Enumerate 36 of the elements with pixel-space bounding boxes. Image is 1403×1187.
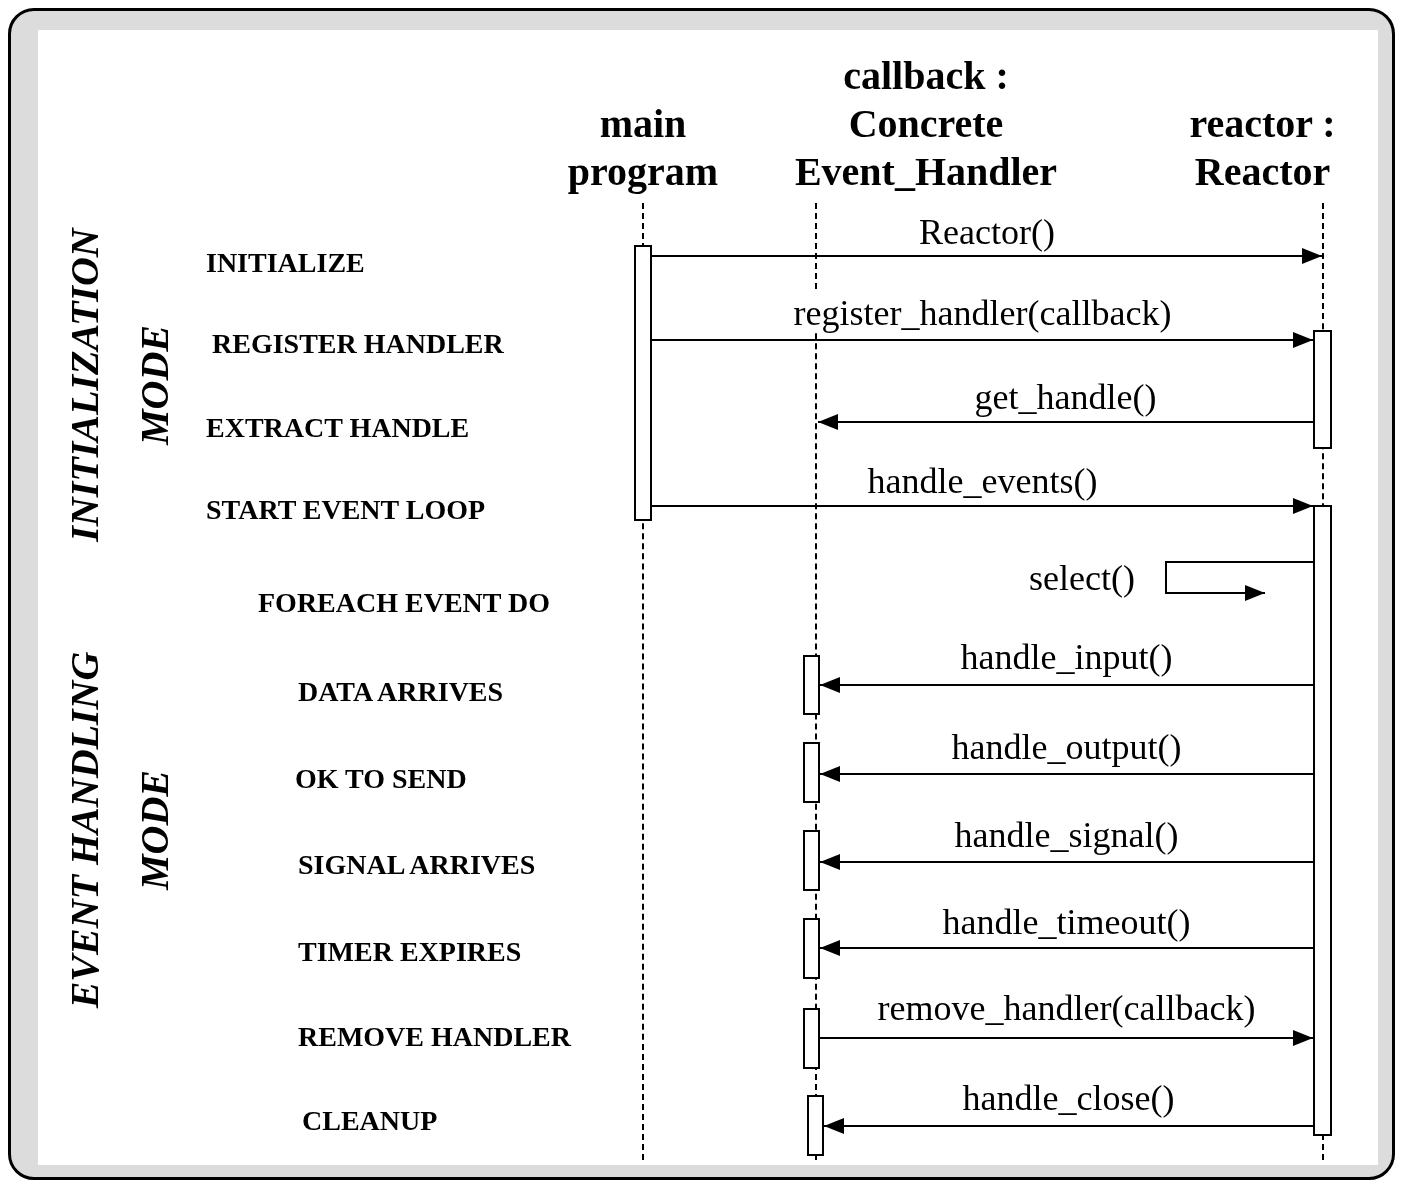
activation-bar [803, 918, 820, 979]
participant-label: callback : Concrete Event_Handler [765, 52, 1087, 200]
step-label: EXTRACT HANDLE [206, 411, 470, 445]
step-label: REMOVE HANDLER [298, 1020, 571, 1054]
mode-label: EVENT HANDLING MODE [61, 650, 178, 1011]
activation-bar [634, 245, 652, 521]
message-arrow [819, 854, 1314, 870]
message-arrow [819, 940, 1314, 956]
step-label: SIGNAL ARRIVES [298, 848, 536, 882]
step-label: REGISTER HANDLER [212, 327, 504, 361]
participant-label: main program [553, 100, 733, 200]
message-arrow [817, 414, 1314, 430]
step-label: CLEANUP [302, 1104, 438, 1138]
step-label: OK TO SEND [295, 762, 467, 796]
activation-bar [803, 1008, 820, 1069]
activation-bar [1313, 505, 1332, 1136]
message-arrow [819, 1030, 1314, 1046]
step-label: START EVENT LOOP [206, 493, 486, 527]
message-arrow [651, 332, 1314, 348]
message-arrow [819, 677, 1314, 693]
mode-label: INITIALIZATION MODE [61, 226, 178, 545]
message-arrow [823, 1118, 1314, 1134]
activation-bar [803, 830, 820, 891]
participant-label: reactor : Reactor [1155, 100, 1370, 200]
activation-bar [803, 742, 820, 803]
message-arrow [819, 766, 1314, 782]
message-arrow [651, 248, 1323, 264]
message-arrow [1165, 561, 1314, 601]
activation-bar [1313, 330, 1332, 449]
step-label: INITIALIZE [206, 246, 365, 280]
activation-bar [807, 1095, 824, 1156]
step-label: DATA ARRIVES [298, 675, 504, 709]
step-label: FOREACH EVENT DO [258, 586, 550, 620]
message-arrow [651, 498, 1314, 514]
step-label: TIMER EXPIRES [298, 935, 522, 969]
activation-bar [803, 655, 820, 715]
